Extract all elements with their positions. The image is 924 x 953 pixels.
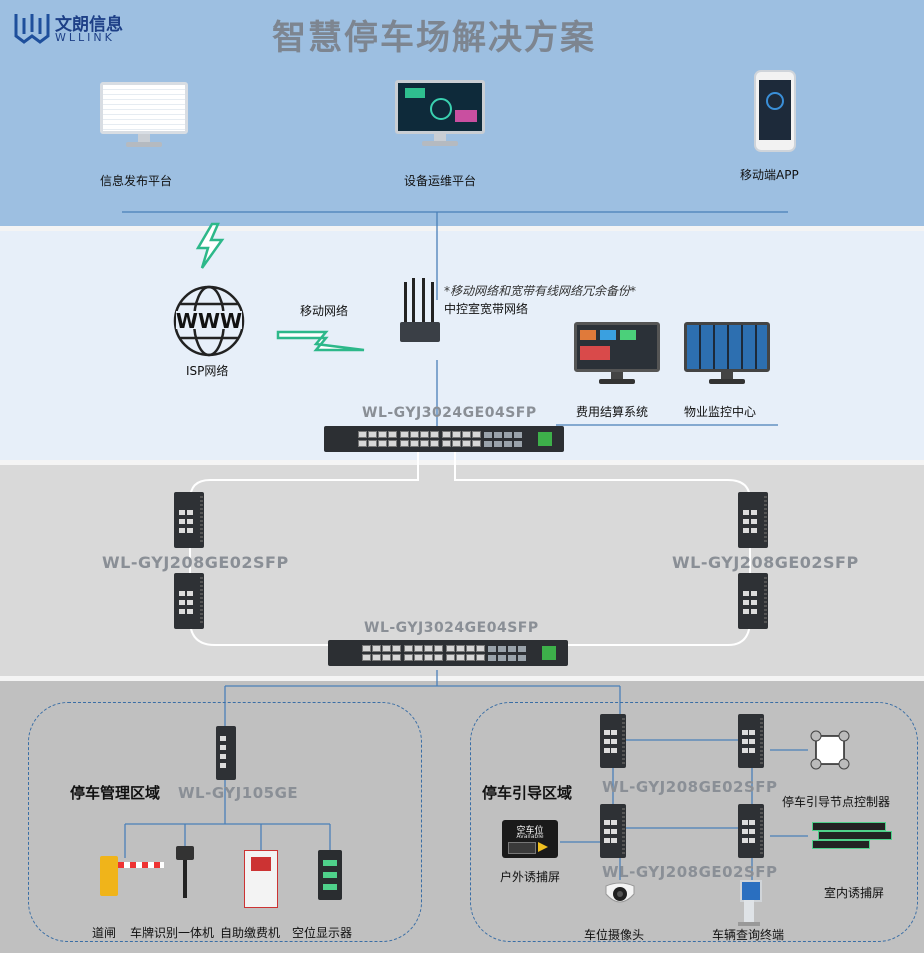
- control-room-label: 中控室宽带网络: [444, 302, 529, 316]
- plate-recognition-camera: [176, 846, 194, 898]
- indoor-screen: [812, 822, 892, 849]
- logo-en: WLLINK: [55, 31, 115, 44]
- property-monitor-label: 物业监控中心: [684, 405, 757, 419]
- guidance-switch-2: [738, 714, 764, 768]
- outdoor-screen-label: 户外诱捕屏: [500, 870, 561, 884]
- layer-divider: [0, 460, 924, 465]
- layer-divider: [0, 226, 924, 231]
- device-label-vacancy: 空位显示器: [292, 926, 353, 940]
- globe-icon: WWW: [172, 284, 246, 358]
- camera-icon: [604, 880, 636, 910]
- ring-switch-right-bottom: [738, 573, 768, 629]
- ring-switch-left-bottom: [174, 573, 204, 629]
- device-label-payment: 自助缴费机: [220, 926, 281, 940]
- info-publish-label: 信息发布平台: [100, 174, 173, 188]
- lightning-icon: [276, 330, 365, 352]
- mobile-network-label: 移动网络: [300, 304, 349, 318]
- device-ops-label: 设备运维平台: [404, 174, 477, 188]
- management-zone-title: 停车管理区域: [70, 784, 161, 802]
- management-zone: [28, 702, 422, 942]
- access-layer: [0, 681, 924, 953]
- guidance-switch-4: [738, 804, 764, 858]
- barrier-gate: [100, 856, 118, 896]
- node-controller: [810, 730, 850, 770]
- billing-monitor: [574, 322, 660, 386]
- layer-divider: [0, 676, 924, 681]
- outdoor-screen: 空车位 Available: [502, 820, 558, 858]
- ring-bottom-switch: [328, 640, 568, 666]
- management-switch-model: WL-GYJ105GE: [178, 784, 299, 802]
- logo-cn: 文朗信息: [55, 15, 123, 35]
- info-publish-monitor: [100, 82, 188, 150]
- guidance-switch-model-top: WL-GYJ208GE02SFP: [602, 778, 778, 796]
- guidance-switch-model-bottom: WL-GYJ208GE02SFP: [602, 863, 778, 881]
- outdoor-screen-sub: Available: [516, 833, 544, 840]
- property-monitor: [684, 322, 770, 386]
- network-layer: [0, 231, 924, 460]
- lightning-icon: [195, 222, 225, 269]
- vacancy-display: [318, 850, 342, 900]
- ring-bottom-switch-model: WL-GYJ3024GE04SFP: [364, 620, 539, 636]
- management-switch: [216, 726, 236, 780]
- camera-label: 车位摄像头: [584, 928, 645, 942]
- ring-right-model: WL-GYJ208GE02SFP: [672, 553, 859, 572]
- node-controller-label: 停车引导节点控制器: [782, 795, 891, 809]
- ring-switch-left-top: [174, 492, 204, 548]
- ring-switch-right-top: [738, 492, 768, 548]
- page-title: 智慧停车场解决方案: [272, 18, 596, 58]
- guidance-switch-3: [600, 804, 626, 858]
- device-label-plate: 车牌识别一体机: [130, 926, 215, 940]
- guidance-switch-1: [600, 714, 626, 768]
- logo: [12, 10, 52, 48]
- barrier-arm: [118, 862, 164, 868]
- core-switch: [324, 426, 564, 452]
- query-terminal: [738, 880, 762, 926]
- isp-label: ISP网络: [186, 364, 229, 378]
- device-label-barrier: 道闸: [92, 926, 117, 940]
- backup-note: *移动网络和宽带有线网络冗余备份*: [444, 284, 637, 298]
- self-payment-kiosk: [244, 850, 278, 908]
- www-text: WWW: [175, 309, 243, 333]
- router-device: [398, 278, 440, 360]
- guidance-zone: [470, 702, 918, 942]
- billing-label: 费用结算系统: [576, 405, 649, 419]
- indoor-screen-label: 室内诱捕屏: [824, 886, 885, 900]
- mobile-app-label: 移动端APP: [740, 168, 799, 182]
- device-ops-monitor: [395, 80, 485, 148]
- query-terminal-label: 车辆查询终端: [712, 928, 785, 942]
- core-switch-model: WL-GYJ3024GE04SFP: [362, 405, 537, 421]
- outdoor-screen-text: 空车位: [516, 826, 544, 836]
- mobile-phone: [754, 70, 796, 152]
- guidance-zone-title: 停车引导区域: [482, 784, 573, 802]
- logo-icon: [14, 14, 50, 44]
- ring-left-model: WL-GYJ208GE02SFP: [102, 553, 289, 572]
